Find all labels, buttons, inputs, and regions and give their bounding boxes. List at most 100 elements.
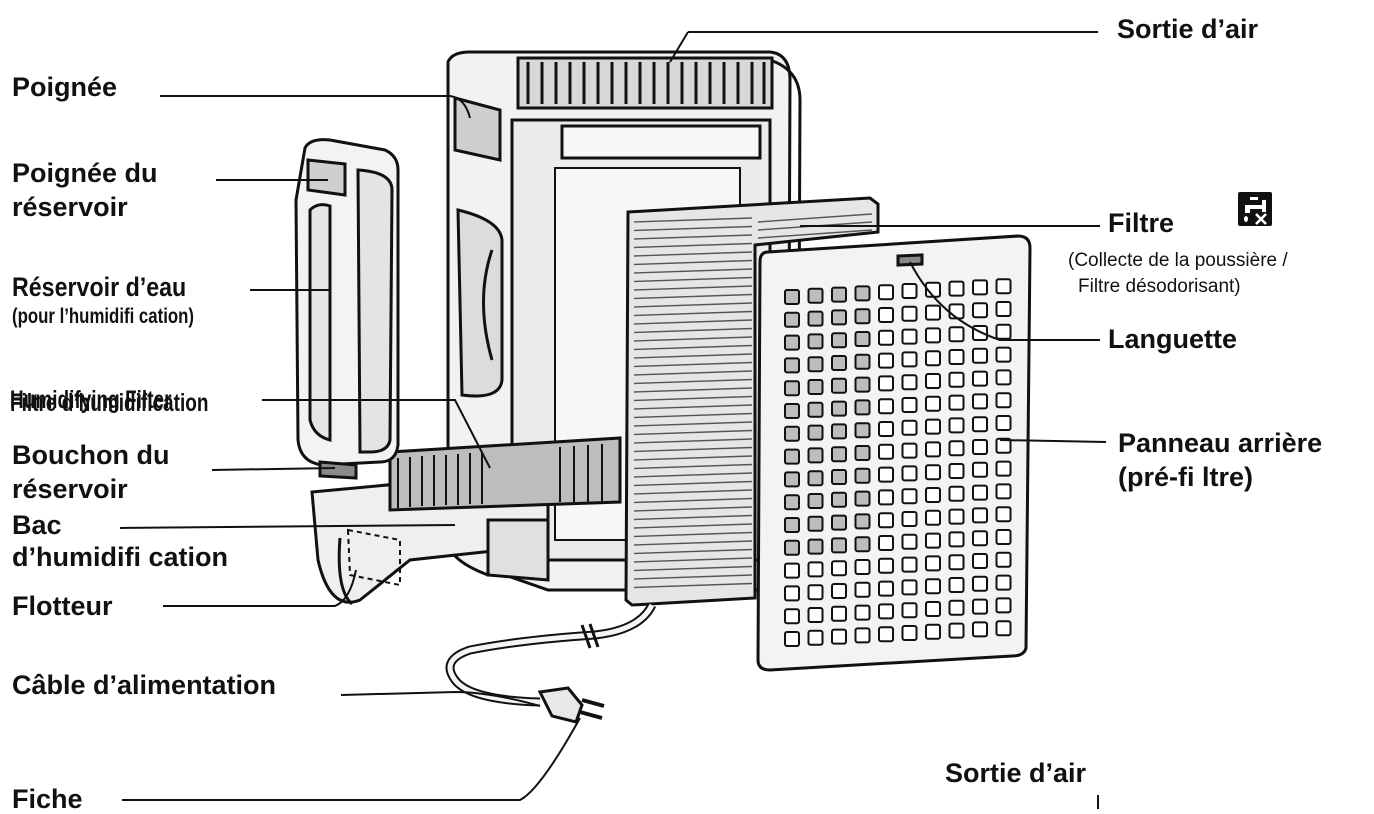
grid-cell <box>995 620 1012 637</box>
grid-cell <box>784 539 800 556</box>
grid-cell <box>854 627 871 644</box>
leader-lines <box>119 31 1107 809</box>
grid-cell <box>948 280 965 297</box>
grid-cell <box>995 323 1012 340</box>
filter-pleat <box>633 319 753 325</box>
grid-cell <box>807 287 824 304</box>
grid-cell <box>995 415 1012 431</box>
label-float: Flotteur <box>12 591 113 621</box>
grid-cell <box>901 283 918 299</box>
filter-pleat <box>633 489 753 495</box>
grid-cell <box>995 597 1012 614</box>
grid-cell <box>831 605 847 622</box>
filter-pleat <box>633 472 753 478</box>
grid-cell <box>948 599 965 616</box>
filter-pleat <box>633 531 753 538</box>
grid-cell <box>995 574 1012 591</box>
grid-cell <box>948 349 965 365</box>
label-filter-sub-line1: (Collecte de la poussière / <box>1068 250 1288 271</box>
grid-cell <box>831 423 847 440</box>
grid-cell <box>948 577 965 593</box>
grid-cell <box>925 395 941 412</box>
grid-cell <box>807 356 824 373</box>
grid-cell <box>972 461 988 478</box>
grid-cell <box>901 465 918 482</box>
grid-cell <box>854 467 871 484</box>
grid-cell <box>807 629 824 646</box>
grid-cell <box>948 371 965 388</box>
grid-cell <box>972 302 988 319</box>
grid-cell <box>784 334 800 351</box>
grid-cell <box>807 584 824 601</box>
filter-pleat <box>633 225 753 232</box>
grid-cell <box>901 625 918 641</box>
grid-cell <box>901 602 918 619</box>
label-humidifying-filter-en: Humidifying Filter <box>10 386 172 414</box>
filter-pleat <box>633 480 753 487</box>
label-power-cord: Câble d’alimentation <box>12 670 277 700</box>
grid-cell <box>948 622 965 639</box>
label-tray-line2: d’humidifi cation <box>12 542 228 572</box>
grid-cell <box>901 442 918 459</box>
filter-pleat <box>633 506 753 512</box>
grid-cell <box>972 279 988 296</box>
grid-cell <box>925 350 941 367</box>
grid-cell <box>854 331 871 347</box>
grid-cell <box>878 421 894 437</box>
grid-cell <box>854 353 871 370</box>
filter-pleat <box>633 557 753 563</box>
grid-cell <box>807 538 824 555</box>
grid-cell <box>925 532 941 549</box>
grid-cell <box>948 463 965 479</box>
grid-cell <box>854 536 871 553</box>
grid-cell <box>854 604 871 621</box>
grid-cell <box>995 437 1012 454</box>
label-tank-handle-line2: réservoir <box>12 192 128 222</box>
filter-pleat <box>633 582 753 589</box>
grid-cell <box>901 351 918 368</box>
grid-cell <box>831 628 847 645</box>
grid-cell <box>784 517 800 533</box>
label-air-outlet-bottom: Sortie d’air <box>945 758 1087 788</box>
grid-cell <box>995 529 1012 545</box>
grid-cell <box>831 514 847 531</box>
grid-cell <box>972 598 988 615</box>
dust-filter <box>624 196 880 607</box>
label-tray-line1: Bac <box>12 510 62 540</box>
filter-pleat <box>633 421 753 427</box>
grid-cell <box>972 370 988 387</box>
grid-cell <box>854 559 871 575</box>
grid-cell <box>784 289 800 305</box>
grid-cell <box>831 583 847 599</box>
grid-cell <box>831 309 847 326</box>
filter-pleat <box>633 378 753 385</box>
grid-cell <box>925 601 941 617</box>
grid-cell <box>784 494 800 511</box>
label-back-panel-line2: (pré-fi ltre) <box>1118 462 1253 492</box>
grid-cell <box>878 284 894 301</box>
grid-cell <box>784 448 800 465</box>
grid-cell <box>925 304 941 321</box>
filter-pleat <box>633 438 753 444</box>
grid-cell <box>995 551 1012 568</box>
filter-pleat <box>633 259 753 266</box>
grid-cell <box>807 310 824 327</box>
grid-cell <box>901 374 918 391</box>
grid-cell <box>925 418 941 435</box>
grid-cell <box>925 578 941 595</box>
grid-cell <box>925 441 941 458</box>
grid-cell <box>878 307 894 323</box>
grid-cell <box>901 419 918 436</box>
grid-cell <box>948 440 965 457</box>
grid-cell <box>972 553 988 569</box>
grid-cell <box>995 301 1012 317</box>
grid-cell <box>925 555 941 572</box>
filter-pleat <box>633 497 753 504</box>
label-filter-sub-line2: Filtre désodorisant) <box>1078 276 1241 297</box>
filter-pleat <box>633 361 753 368</box>
grid-cell <box>784 585 800 602</box>
filter-pleat <box>633 285 753 291</box>
grid-cell <box>901 511 918 527</box>
label-tank-cap-line1: Bouchon du <box>12 440 170 470</box>
grid-cell <box>831 400 847 417</box>
